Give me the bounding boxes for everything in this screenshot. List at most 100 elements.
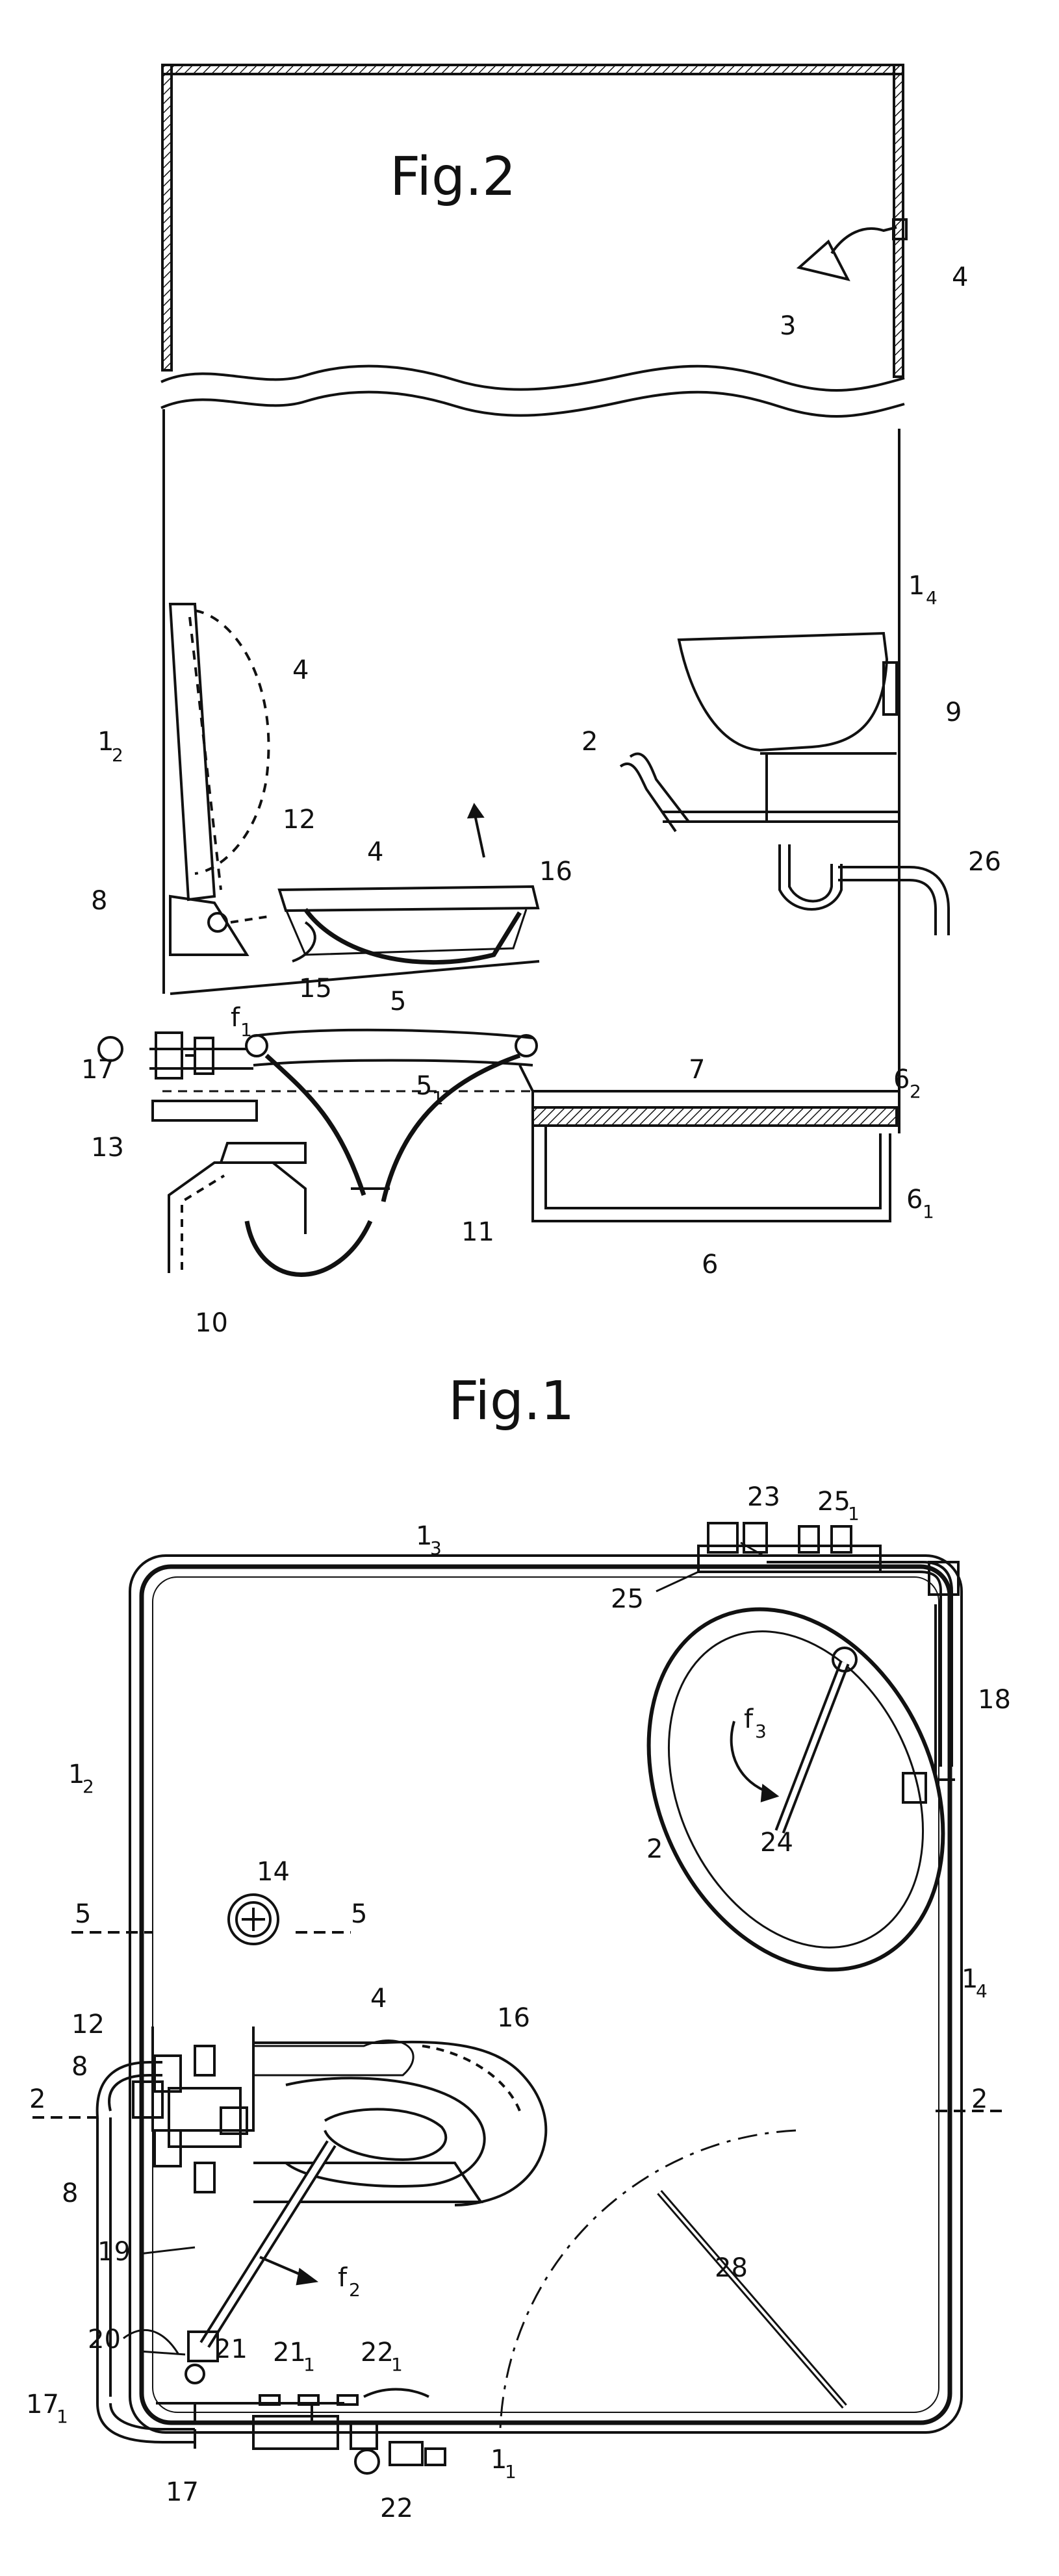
cabin-inner-wall [139,1564,952,2425]
label-5: 5 [390,987,406,1017]
svg-text:1: 1 [303,2354,315,2375]
label-4: 4 [370,1984,387,2014]
fig1-labels: 23 25 1 1 3 18 25 f 3 1 2 24 14 2 5 5 1 … [26,1482,1011,2523]
label-2-left: 2 [29,2084,45,2114]
label-19: 19 [97,2237,131,2267]
label-25-1: 25 [817,1487,850,1517]
label-1-1: 1 [491,2445,507,2475]
label-1-2: 1 [68,1760,84,1789]
lever-19 [185,2140,337,2384]
svg-text:1: 1 [391,2354,403,2375]
label-14: 14 [257,1857,290,1887]
label-6-2: 6 [893,1065,910,1094]
label-1-4: 1 [908,571,925,601]
drain-14 [227,1893,279,1945]
label-28: 28 [715,2253,748,2283]
label-18: 18 [978,1685,1011,1715]
label-9: 9 [945,698,962,727]
label-21-1: 21 [273,2338,306,2368]
floor-pan [518,1065,900,1222]
label-3: 3 [780,311,796,341]
label-4-seat: 4 [292,655,309,685]
svg-text:1: 1 [848,1503,860,1524]
label-6-1: 6 [906,1185,923,1215]
label-17: 17 [166,2477,199,2507]
toilet-bowl [169,885,540,995]
svg-text:1: 1 [505,2461,517,2482]
label-7: 7 [689,1055,705,1085]
label-f1: f [231,1003,240,1033]
label-5-1: 5 [416,1071,432,1101]
siphon [168,1142,390,1277]
label-26: 26 [968,847,1001,877]
label-12: 12 [71,2010,105,2039]
folding-seat-raised [168,603,270,902]
label-1-2: 1 [97,727,114,757]
label-8-top: 8 [71,2052,88,2082]
pipe-17 [97,1031,214,1080]
label-17: 17 [81,1055,114,1085]
svg-text:4: 4 [926,587,938,609]
svg-text:1: 1 [57,2406,68,2427]
fig2-break-line [160,390,905,418]
label-6: 6 [702,1250,718,1280]
svg-text:4: 4 [976,1980,988,2002]
label-f2: f [338,2263,348,2293]
label-1-3: 1 [416,1521,432,1551]
label-22: 22 [380,2494,413,2523]
flush-bowl [149,1028,900,1202]
label-4-bowl: 4 [367,837,383,867]
door-swing-arc [499,2129,797,2430]
svg-text:1: 1 [240,1019,252,1041]
label-22-1: 22 [361,2338,394,2368]
svg-text:1: 1 [432,1087,444,1109]
svg-text:3: 3 [755,1721,767,1742]
label-f3: f [744,1704,754,1734]
label-16: 16 [497,2003,530,2033]
arrow-up [473,811,485,858]
label-2-right: 2 [971,2084,988,2114]
label-8: 8 [91,886,107,916]
svg-text:1: 1 [923,1201,934,1222]
section-line-2 [32,2110,1007,2119]
label-12: 12 [283,805,316,835]
fig2-labels: Fig.2 3 4 1 4 1 2 4 9 2 12 16 4 8 26 15 … [81,146,1001,1338]
label-15: 15 [299,974,332,1004]
valve-block-bottom [96,2388,446,2475]
label-13: 13 [91,1133,124,1163]
svg-text:2: 2 [112,744,123,766]
label-1-4: 1 [962,1964,978,1994]
label-23: 23 [747,1482,780,1512]
fig2-title: Fig.2 [390,146,516,208]
label-17-1: 17 [26,2390,59,2419]
label-21: 21 [214,2334,248,2364]
label-2-basin: 2 [646,1834,663,1864]
label-11: 11 [461,1217,494,1247]
washbasin-oval [646,1607,945,1972]
valve-block-top [697,1522,960,1804]
label-5-left: 5 [75,1899,91,1929]
label-4-pipe: 4 [952,262,968,292]
label-16: 16 [539,857,572,887]
fig1-title: Fig.1 [448,1370,574,1432]
label-24: 24 [760,1828,793,1858]
fig2-upper-wall [160,64,905,392]
svg-text:2: 2 [910,1081,921,1102]
label-5-right: 5 [351,1899,367,1929]
cabin-outer-wall [129,1554,963,2434]
label-2: 2 [581,727,598,757]
svg-text:2: 2 [349,2279,361,2301]
washbasin [619,631,950,935]
figure-1: Fig.1 [26,1370,1011,2523]
hinge-brackets [96,2045,216,2403]
arrow-f2 [259,2256,306,2278]
label-25: 25 [611,1584,644,1614]
arrow-f3 [730,1721,771,1794]
figure-2: Fig.2 3 4 1 4 1 2 4 9 2 12 16 4 8 26 15 … [81,64,1001,1338]
label-10: 10 [195,1308,228,1338]
toilet-plan [151,2027,548,2206]
shower-head [796,218,908,281]
label-20: 20 [88,2325,121,2355]
svg-text:2: 2 [83,1776,94,1797]
